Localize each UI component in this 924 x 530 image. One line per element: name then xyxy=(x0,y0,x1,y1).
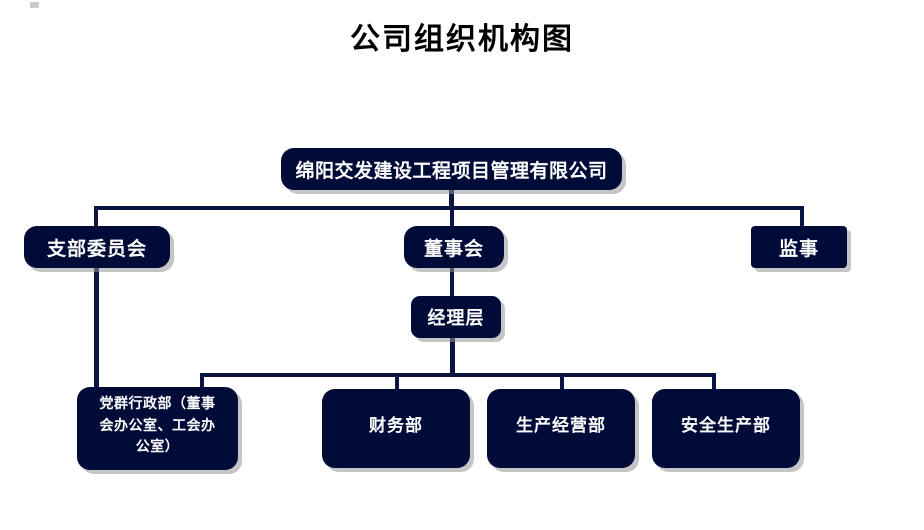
connector-branch-drop xyxy=(94,206,98,228)
connector-board-drop xyxy=(450,206,454,228)
org-node-label: 安全生产部 xyxy=(681,416,771,436)
org-node-production-operations-department[interactable]: 生产经营部 xyxy=(487,389,635,468)
org-node-branch-committee[interactable]: 支部委员会 xyxy=(24,226,170,268)
org-node-management-level[interactable]: 经理层 xyxy=(411,296,501,338)
org-node-label: 绵阳交发建设工程项目管理有限公司 xyxy=(295,159,608,182)
connector-branch-to-party xyxy=(94,266,99,390)
connector-finance-drop xyxy=(395,373,399,391)
org-node-supervisor[interactable]: 监事 xyxy=(751,226,847,268)
connector-root-stem xyxy=(449,190,454,210)
org-node-label: 支部委员会 xyxy=(46,237,147,260)
connector-mgmt-stem xyxy=(450,336,455,376)
page-title: 公司组织机构图 xyxy=(350,22,574,57)
org-node-company-root[interactable]: 绵阳交发建设工程项目管理有限公司 xyxy=(281,148,622,190)
connector-prodop-drop xyxy=(560,373,564,391)
org-node-safety-production-department[interactable]: 安全生产部 xyxy=(652,389,800,468)
connector-level3-bus xyxy=(200,373,716,377)
connector-safety-drop xyxy=(712,373,716,391)
org-node-party-administration[interactable]: 党群行政部（董事 会办公室、工会办 公室） xyxy=(77,387,238,470)
connector-party-riser xyxy=(200,373,204,391)
org-node-label: 经理层 xyxy=(427,308,485,329)
org-node-label: 生产经营部 xyxy=(516,416,606,436)
org-node-label: 党群行政部（董事 会办公室、工会办 公室） xyxy=(99,395,216,456)
org-node-label: 财务部 xyxy=(369,416,423,436)
org-node-label: 董事会 xyxy=(423,237,484,260)
connector-board-to-mgmt xyxy=(450,266,454,298)
connector-level1-bus xyxy=(94,206,804,210)
connector-supervisor-drop xyxy=(800,206,804,228)
corner-artifact xyxy=(30,2,39,8)
org-node-board-of-directors[interactable]: 董事会 xyxy=(404,226,504,268)
org-node-finance-department[interactable]: 财务部 xyxy=(322,389,470,468)
org-node-label: 监事 xyxy=(778,237,819,260)
